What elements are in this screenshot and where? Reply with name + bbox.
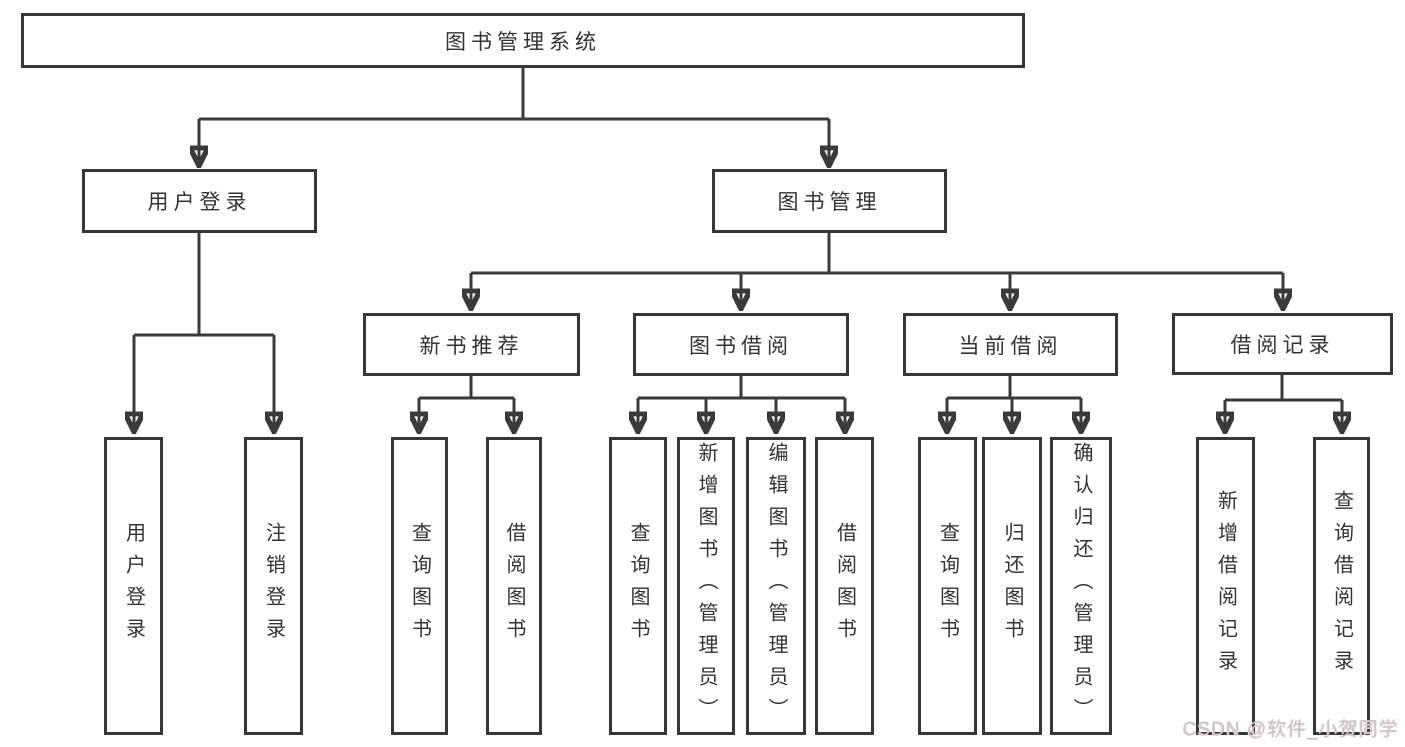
- leaf-edit-book-admin: 编辑图书（管理员）: [746, 437, 806, 735]
- node-user-login: 用户登录: [82, 169, 317, 233]
- leaf-borrow-book-1: 借阅图书: [486, 437, 542, 735]
- leaf-add-borrow-record: 新增借阅记录: [1196, 437, 1255, 735]
- node-new-book-recommend: 新书推荐: [363, 313, 580, 376]
- csdn-watermark: CSDN @软件_小贺同学: [1183, 719, 1399, 740]
- node-library-management-system: 图书管理系统: [21, 13, 1025, 68]
- leaf-borrow-book-2: 借阅图书: [815, 437, 874, 735]
- node-book-borrow: 图书借阅: [633, 313, 849, 376]
- leaf-logout: 注销登录: [244, 437, 303, 735]
- leaf-confirm-return-admin: 确认归还（管理员）: [1050, 437, 1112, 735]
- node-current-borrow: 当前借阅: [903, 313, 1118, 376]
- node-borrow-record: 借阅记录: [1172, 313, 1393, 375]
- leaf-query-book-3: 查询图书: [918, 437, 977, 735]
- leaf-query-book-1: 查询图书: [391, 437, 448, 735]
- node-book-management: 图书管理: [712, 169, 947, 233]
- leaf-add-book-admin: 新增图书（管理员）: [677, 437, 735, 735]
- leaf-user-login: 用户登录: [104, 437, 163, 735]
- leaf-return-book: 归还图书: [982, 437, 1042, 735]
- leaf-query-borrow-record: 查询借阅记录: [1313, 437, 1370, 735]
- leaf-query-book-2: 查询图书: [609, 437, 667, 735]
